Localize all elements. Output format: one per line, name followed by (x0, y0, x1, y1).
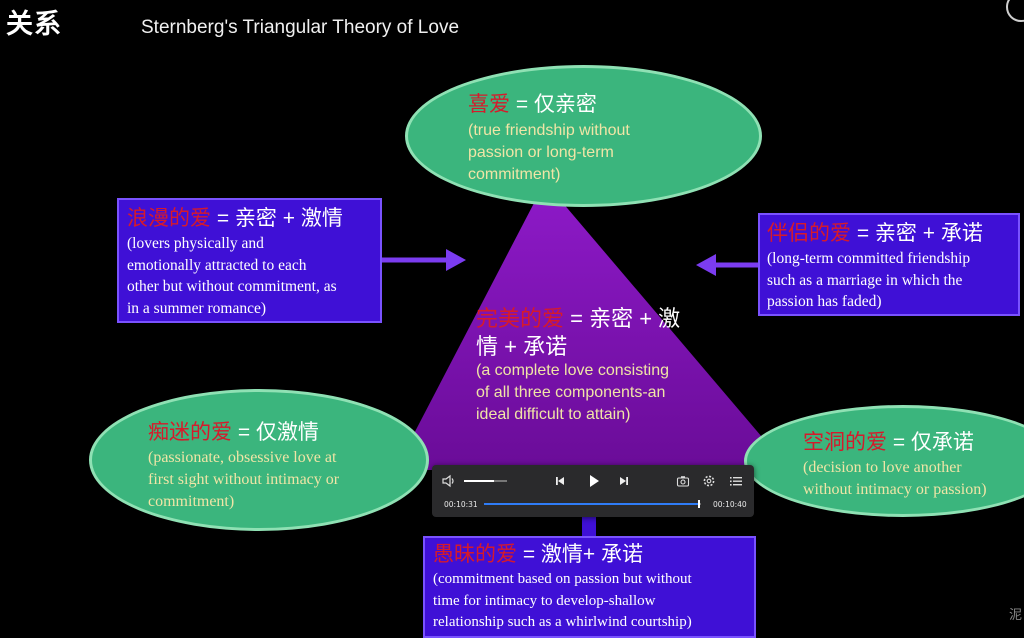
companionate-formula: = 亲密 + 承诺 (851, 222, 983, 245)
consummate-formula-2: 情 + 承诺 (476, 334, 568, 359)
play-icon[interactable] (587, 473, 601, 489)
liking-desc: (true friendship without passion or long… (468, 122, 630, 183)
volume-slider[interactable] (464, 480, 507, 482)
consummate-formula-1: = 亲密 + 激 (564, 306, 681, 331)
fatuous-desc: (commitment based on passion but without… (433, 571, 692, 630)
liking-oval: 喜爱 = 仅亲密 (true friendship without passio… (405, 65, 762, 207)
infatuation-desc: (passionate, obsessive love at first sig… (148, 449, 340, 510)
infatuation-oval: 痴迷的爱 = 仅激情 (passionate, obsessive love a… (89, 389, 429, 531)
bottom-connector (582, 515, 596, 537)
volume-slider-fill (464, 480, 495, 482)
companionate-love-box: 伴侣的爱 = 亲密 + 承诺 (long-term committed frie… (758, 213, 1020, 316)
infatuation-formula: = 仅激情 (232, 421, 319, 444)
companionate-term: 伴侣的爱 (767, 222, 851, 245)
triangle-shape (395, 182, 790, 470)
consummate-term: 完美的爱 (476, 306, 565, 331)
corner-circle-button[interactable] (1006, 0, 1024, 22)
video-player-controls: 00:10:31 00:10:40 (432, 465, 754, 517)
romantic-desc: (lovers physically and emotionally attra… (127, 235, 337, 317)
seek-bar-progress (484, 503, 698, 505)
fatuous-formula: = 激情+ 承诺 (517, 543, 644, 566)
playlist-icon[interactable] (729, 474, 743, 488)
empty-love-formula: = 仅承诺 (887, 431, 974, 454)
infatuation-term: 痴迷的爱 (148, 421, 232, 444)
liking-formula: = 仅亲密 (510, 93, 597, 116)
seek-handle[interactable] (697, 500, 700, 508)
empty-love-desc: (decision to love another without intima… (803, 459, 987, 498)
current-time: 00:10:31 (444, 500, 478, 509)
fatuous-term: 愚昧的爱 (433, 543, 517, 566)
fatuous-love-box: 愚昧的爱 = 激情+ 承诺 (commitment based on passi… (423, 536, 756, 638)
volume-icon[interactable] (442, 474, 456, 488)
camera-icon[interactable] (676, 474, 690, 488)
next-icon[interactable] (618, 474, 630, 488)
empty-love-term: 空洞的爱 (803, 431, 887, 454)
settings-gear-icon[interactable] (702, 474, 716, 488)
left-arrow (380, 249, 466, 271)
romantic-formula: = 亲密 + 激情 (211, 207, 343, 230)
total-time: 00:10:40 (713, 500, 747, 509)
romantic-love-box: 浪漫的爱 = 亲密 + 激情 (lovers physically and em… (117, 198, 382, 323)
romantic-term: 浪漫的爱 (127, 207, 211, 230)
liking-term: 喜爱 (468, 93, 510, 116)
right-arrow (696, 254, 760, 276)
slide-title: Sternberg's Triangular Theory of Love (141, 17, 460, 38)
previous-icon[interactable] (554, 474, 566, 488)
watermark-text: 泥 (1008, 608, 1022, 623)
corner-title: 关系 (6, 9, 62, 40)
consummate-heading: 完美的爱 = 亲密 + 激 情 + 承诺 (476, 305, 706, 361)
consummate-desc: (a complete love consisting of all three… (476, 362, 669, 423)
seek-bar[interactable] (484, 500, 701, 508)
companionate-desc: (long-term committed friendship such as … (767, 250, 971, 310)
empty-love-oval: 空洞的爱 = 仅承诺 (decision to love another wit… (744, 405, 1024, 517)
